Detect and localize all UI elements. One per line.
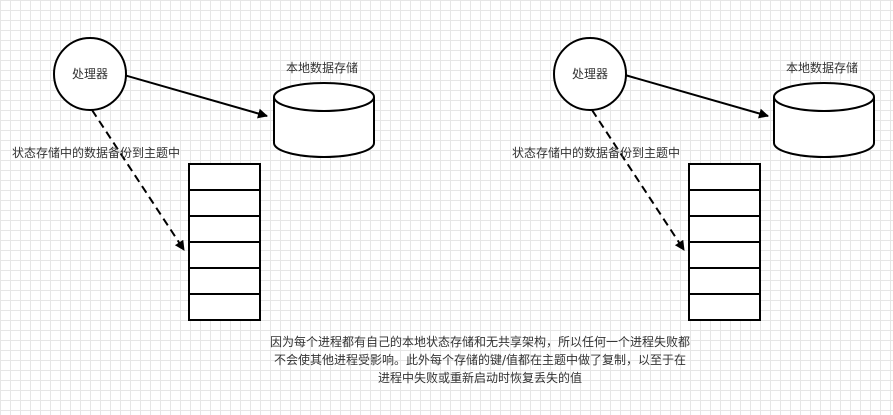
backup-label: 状态存储中的数据备份到主题中 (12, 145, 180, 160)
topic-log (688, 163, 761, 321)
processor-to-storage-arrow (624, 74, 769, 119)
storage-label: 本地数据存储 (286, 60, 358, 75)
caption-text: 因为每个进程都有自己的本地状态存储和无共享架构，所以任何一个进程失败都不会使其他… (270, 335, 691, 385)
backup-dashed-arrow (91, 109, 185, 251)
processor-node (553, 37, 627, 111)
diagram-right: 处理器 本地数据存储 状态存储中的数据备份到主题中 (512, 37, 875, 321)
backup-label: 状态存储中的数据备份到主题中 (512, 145, 680, 160)
processor-label: 处理器 (72, 67, 108, 81)
processor-node (53, 37, 127, 111)
local-storage-cylinder (273, 82, 375, 158)
processor-label: 处理器 (572, 67, 608, 81)
topic-log (188, 163, 261, 321)
local-storage-cylinder (773, 82, 875, 158)
diagram-left: 处理器 本地数据存储 状态存储中的数据备份到主题中 (12, 37, 375, 321)
storage-label: 本地数据存储 (786, 60, 858, 75)
processor-to-storage-arrow (123, 74, 268, 119)
backup-dashed-arrow (591, 109, 685, 251)
